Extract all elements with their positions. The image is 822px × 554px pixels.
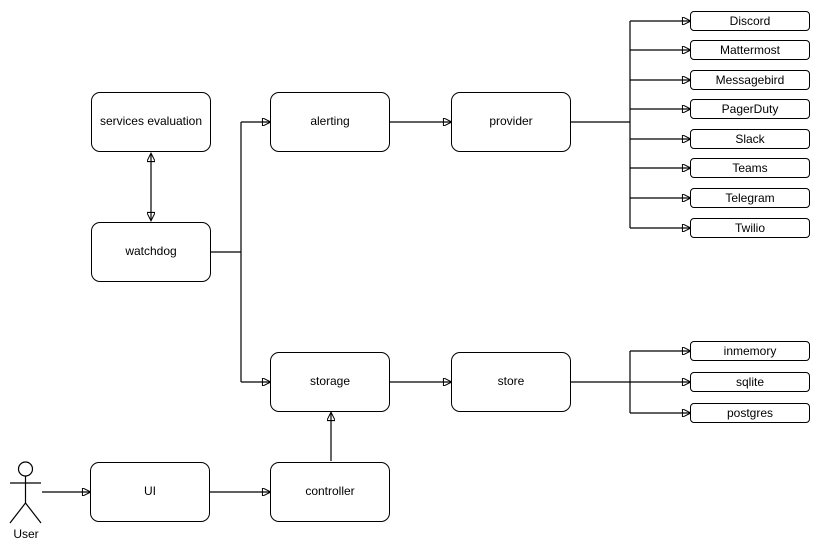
node-postgres: postgres (690, 403, 810, 423)
node-discord: Discord (690, 11, 810, 31)
node-teams: Teams (690, 158, 810, 178)
node-controller: controller (270, 462, 390, 522)
node-telegram: Telegram (690, 188, 810, 208)
user-actor-icon (9, 461, 42, 524)
node-twilio: Twilio (690, 218, 810, 238)
node-sqlite: sqlite (690, 372, 810, 392)
node-services-evaluation: services evaluation (91, 92, 211, 152)
node-watchdog: watchdog (91, 222, 211, 282)
node-storage: storage (270, 352, 390, 412)
user-actor-label: User (13, 527, 39, 541)
node-store: store (451, 352, 571, 412)
node-alerting: alerting (270, 92, 390, 152)
node-slack: Slack (690, 129, 810, 149)
node-inmemory: inmemory (690, 341, 810, 361)
node-messagebird: Messagebird (690, 70, 810, 90)
node-mattermost: Mattermost (690, 40, 810, 60)
node-ui: UI (90, 462, 210, 522)
node-pagerduty: PagerDuty (690, 99, 810, 119)
node-provider: provider (451, 92, 571, 152)
